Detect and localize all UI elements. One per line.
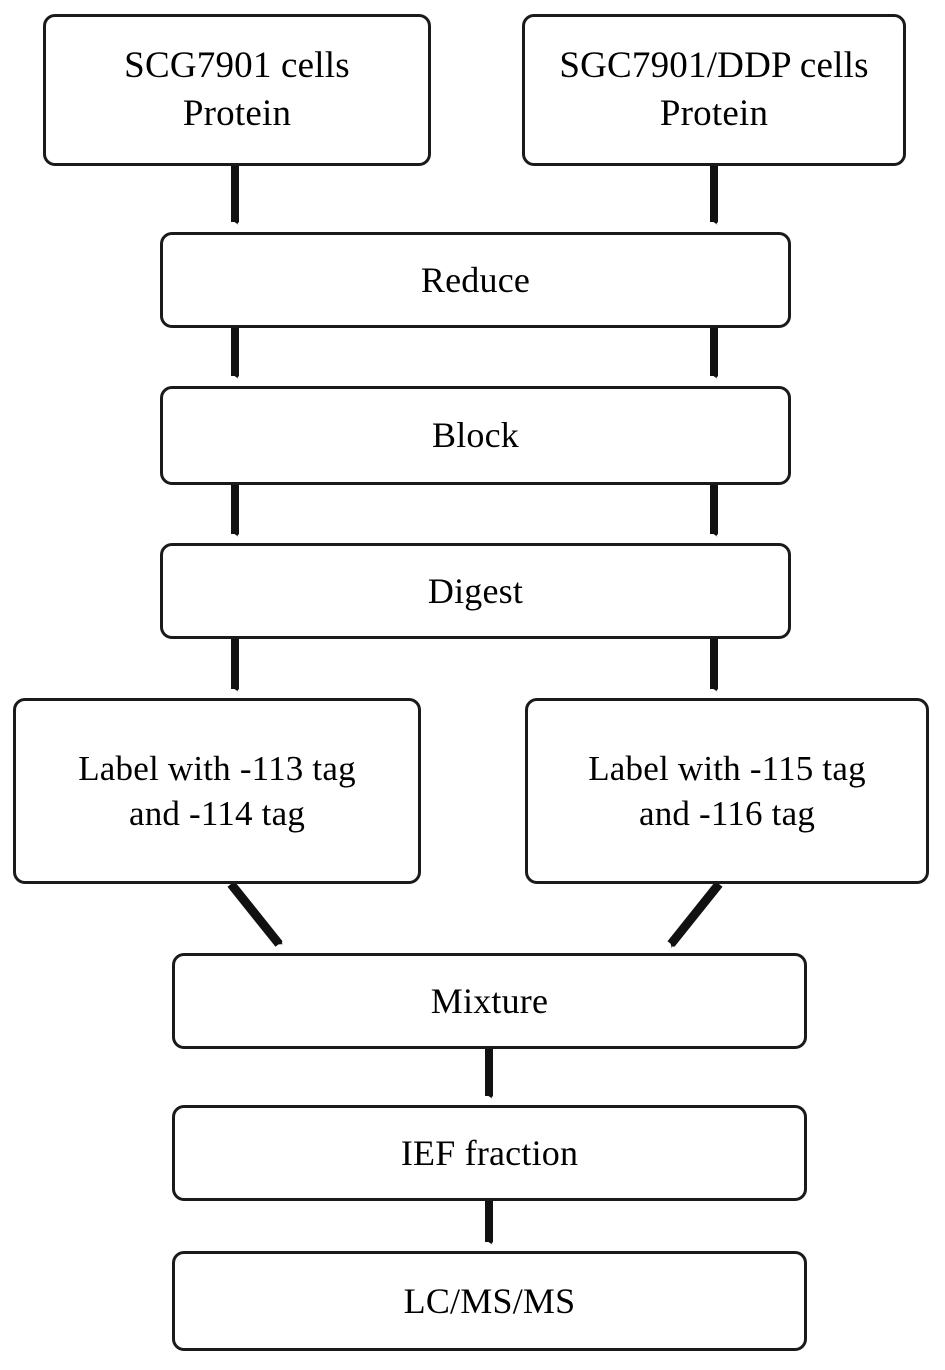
node-label-right[interactable]: Label with -115 tag and -116 tag (525, 698, 929, 884)
node-reduce-label: Reduce (420, 259, 531, 300)
edge-label-right-to-mixture (667, 881, 723, 949)
node-label-right-line1: Label with -115 tag (588, 748, 866, 788)
node-digest[interactable]: Digest (160, 543, 791, 639)
node-source-left-line1: SCG7901 cells (124, 44, 350, 86)
node-lcmsms-label: LC/MS/MS (403, 1280, 576, 1321)
node-source-left[interactable]: SCG7901 cells Protein (43, 14, 431, 166)
node-block-label: Block (432, 415, 519, 456)
node-label-left-line2: and -114 tag (128, 794, 306, 833)
node-lcmsms[interactable]: LC/MS/MS (172, 1251, 807, 1351)
node-block[interactable]: Block (160, 386, 791, 485)
edge-label-left-to-mixture (227, 881, 284, 947)
node-ief[interactable]: IEF fraction (172, 1105, 807, 1201)
node-source-left-line2: Protein (182, 93, 292, 134)
node-reduce[interactable]: Reduce (160, 232, 791, 328)
node-ief-label: IEF fraction (400, 1132, 579, 1173)
node-source-right[interactable]: SGC7901/DDP cells Protein (522, 14, 906, 166)
node-mixture-label: Mixture (430, 980, 549, 1021)
node-mixture[interactable]: Mixture (172, 953, 807, 1049)
node-label-left-line1: Label with -113 tag (78, 748, 356, 788)
node-source-right-line2: Protein (659, 93, 769, 134)
node-digest-label: Digest (427, 570, 524, 611)
node-source-right-line1: SGC7901/DDP cells (559, 44, 869, 86)
node-label-right-line2: and -116 tag (638, 794, 816, 833)
node-label-left[interactable]: Label with -113 tag and -114 tag (13, 698, 421, 884)
